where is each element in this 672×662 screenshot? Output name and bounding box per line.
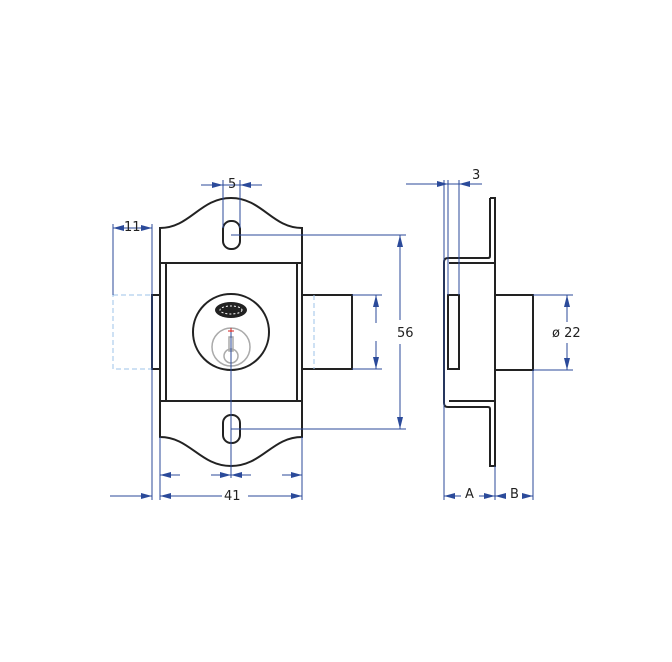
top-plate-outline: [159, 196, 303, 263]
side-dimensions: 3 ø 22 A B: [406, 168, 581, 502]
side-bolt: [494, 294, 534, 371]
left-bolt-extended: [112, 294, 153, 370]
dim-plate-thickness: 3: [472, 168, 480, 183]
side-plate-outline: [443, 197, 496, 467]
dim-a: A: [465, 487, 474, 502]
dim-slot-width: 5: [228, 177, 236, 192]
brand-logo-oval: [215, 302, 247, 318]
dim-b: B: [510, 487, 519, 502]
dim-hole-spacing: 56: [397, 326, 414, 341]
dim-bolt-diameter: ø 22: [552, 326, 581, 341]
side-view: 3 ø 22 A B: [406, 168, 581, 502]
left-bolt: [151, 294, 161, 370]
front-dimensions: 5 11 56 41: [110, 177, 414, 504]
dim-width: 41: [224, 489, 241, 504]
front-view: 5 11 56 41: [110, 177, 414, 504]
side-bolt-inner: [447, 294, 460, 370]
right-bolt: [301, 294, 353, 370]
dim-bolt-offset: 11: [124, 220, 141, 235]
